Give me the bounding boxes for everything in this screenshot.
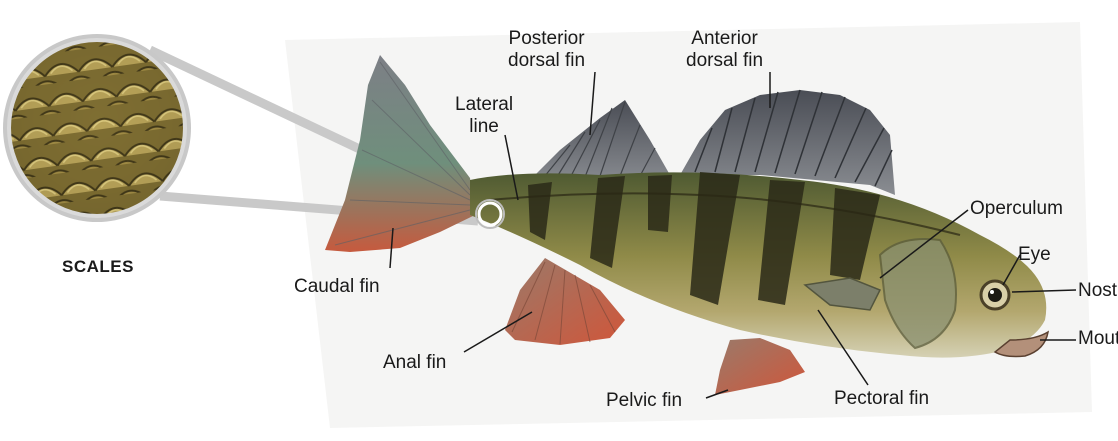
label-pectoral-fin: Pectoral fin bbox=[834, 388, 929, 410]
label-anterior-dorsal-fin-line2: dorsal fin bbox=[686, 50, 763, 72]
label-anterior-dorsal-fin-line1: Anterior bbox=[686, 28, 763, 50]
label-posterior-dorsal-fin-line2: dorsal fin bbox=[508, 50, 585, 72]
label-operculum: Operculum bbox=[970, 198, 1063, 220]
label-anal-fin: Anal fin bbox=[383, 352, 446, 374]
label-lateral-line-line1: Lateral bbox=[455, 94, 513, 116]
label-anterior-dorsal-fin: Anterior dorsal fin bbox=[686, 28, 763, 72]
label-caudal-fin: Caudal fin bbox=[294, 276, 380, 298]
label-lateral-line-line2: line bbox=[455, 116, 513, 138]
label-nostril: Nostril bbox=[1078, 280, 1118, 302]
label-eye: Eye bbox=[1018, 244, 1051, 266]
label-lateral-line: Lateral line bbox=[455, 94, 513, 138]
label-posterior-dorsal-fin-line1: Posterior bbox=[508, 28, 585, 50]
label-posterior-dorsal-fin: Posterior dorsal fin bbox=[508, 28, 585, 72]
label-scales: SCALES bbox=[62, 256, 134, 278]
label-pelvic-fin: Pelvic fin bbox=[606, 390, 682, 412]
label-mouth: Mouth bbox=[1078, 328, 1118, 350]
